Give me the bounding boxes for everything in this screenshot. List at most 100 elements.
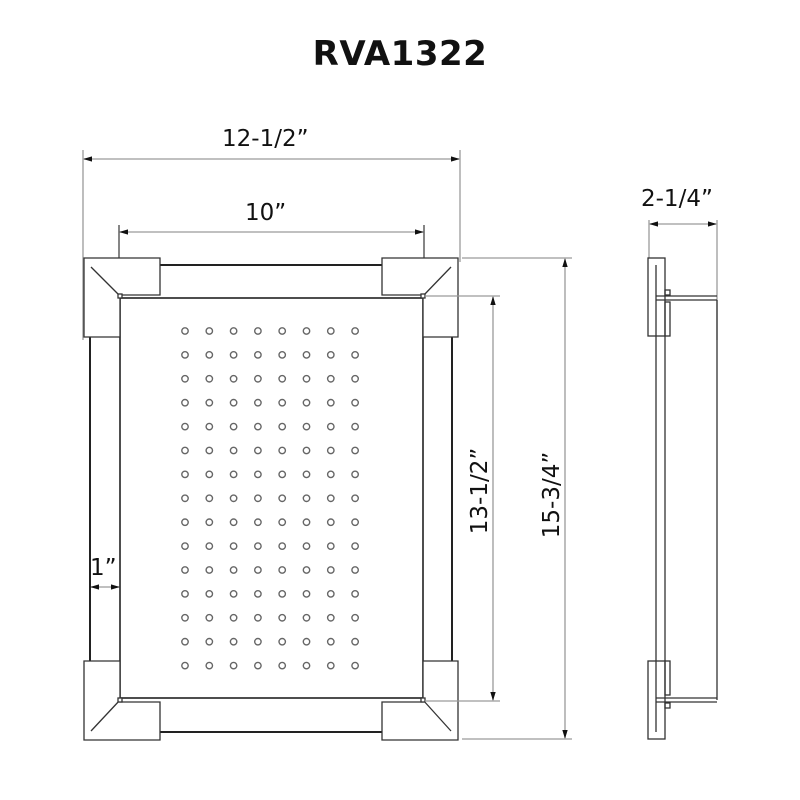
perforation-hole	[229, 518, 238, 527]
perforation-hole	[229, 661, 238, 670]
perforation-hole	[205, 613, 214, 622]
perforation-hole	[205, 590, 214, 598]
perforation-hole	[351, 590, 359, 598]
perforation-hole	[253, 518, 262, 527]
perforation-hole	[351, 613, 359, 622]
inner-length-dimension	[425, 295, 500, 702]
perforation-hole	[326, 422, 335, 431]
perforation-hole	[181, 613, 189, 622]
perforation-hole	[278, 637, 287, 646]
perforation-hole	[351, 398, 359, 407]
perforation-hole	[326, 637, 335, 646]
perforation-hole	[229, 446, 238, 455]
perforation-hole	[302, 446, 311, 455]
perforation-hole	[351, 542, 359, 550]
tray-frame	[89, 264, 453, 733]
corner-bracket-bottom-left	[83, 660, 161, 741]
perforation-hole	[181, 518, 189, 527]
perforation-hole	[302, 374, 311, 383]
perforation-hole	[253, 566, 262, 574]
perforation-hole	[181, 327, 189, 335]
perforation-hole	[205, 398, 214, 407]
perforation-hole	[278, 350, 287, 359]
inner-width-label: 10”	[245, 200, 287, 226]
perforation-hole	[351, 494, 359, 503]
side-view	[647, 220, 718, 740]
perforation-hole	[253, 590, 262, 598]
perforation-hole	[229, 637, 238, 646]
perforation-hole	[205, 637, 214, 646]
perforation-hole	[351, 566, 359, 574]
perforation-hole	[229, 327, 238, 335]
perforation-hole	[229, 590, 238, 598]
perforation-hole	[229, 422, 238, 431]
perforation-hole	[278, 374, 287, 383]
inner-length-label: 13-1/2”	[467, 447, 493, 535]
perforation-hole	[302, 566, 311, 574]
perforation-hole	[253, 422, 262, 431]
perforation-hole	[351, 446, 359, 455]
perforation-grid	[181, 327, 359, 670]
perforation-hole	[351, 350, 359, 359]
perforation-hole	[326, 374, 335, 383]
perforation-hole	[302, 661, 311, 670]
perforation-hole	[351, 637, 359, 646]
perforation-hole	[229, 470, 238, 479]
perforation-hole	[253, 470, 262, 479]
perforation-hole	[205, 566, 214, 574]
perforation-hole	[205, 327, 214, 335]
perforation-hole	[253, 398, 262, 407]
perforation-hole	[181, 661, 189, 670]
perforation-hole	[351, 470, 359, 479]
perforation-hole	[302, 637, 311, 646]
perforation-hole	[181, 566, 189, 574]
perforation-hole	[302, 327, 311, 335]
perforation-hole	[302, 494, 311, 503]
perforation-hole	[302, 398, 311, 407]
perforation-hole	[326, 446, 335, 455]
perforation-hole	[302, 613, 311, 622]
perforation-hole	[351, 327, 359, 335]
perforation-hole	[326, 494, 335, 503]
perforation-hole	[253, 637, 262, 646]
perforation-hole	[278, 613, 287, 622]
perforation-hole	[278, 398, 287, 407]
perforation-hole	[302, 590, 311, 598]
perforation-hole	[181, 470, 189, 479]
perforation-hole	[205, 350, 214, 359]
perforation-hole	[326, 518, 335, 527]
perforation-hole	[229, 350, 238, 359]
perforation-hole	[205, 470, 214, 479]
perforation-hole	[326, 470, 335, 479]
perforation-hole	[229, 374, 238, 383]
perforation-hole	[278, 518, 287, 527]
perforation-hole	[253, 350, 262, 359]
perforation-hole	[181, 494, 189, 503]
perforation-hole	[326, 327, 335, 335]
perforation-hole	[326, 590, 335, 598]
perforation-hole	[253, 661, 262, 670]
perforation-hole	[302, 470, 311, 479]
perforation-hole	[205, 542, 214, 550]
perforation-hole	[205, 494, 214, 503]
overall-width-label: 12-1/2”	[222, 126, 309, 152]
perforation-hole	[253, 494, 262, 503]
corner-bracket-bottom-right	[381, 660, 459, 741]
perforation-hole	[229, 542, 238, 550]
perforation-hole	[302, 518, 311, 527]
perforation-hole	[253, 446, 262, 455]
perforation-hole	[351, 518, 359, 527]
perforation-hole	[302, 542, 311, 550]
perforation-hole	[351, 374, 359, 383]
overall-length-label: 15-3/4”	[539, 451, 565, 539]
perforation-hole	[181, 350, 189, 359]
perforation-hole	[351, 422, 359, 431]
perforation-hole	[205, 446, 214, 455]
inner-width-dimension	[118, 225, 425, 300]
perforation-hole	[278, 470, 287, 479]
perforation-hole	[205, 518, 214, 527]
depth-label: 2-1/4”	[641, 186, 713, 212]
perforation-hole	[351, 661, 359, 670]
perforation-hole	[278, 422, 287, 431]
perforation-hole	[181, 398, 189, 407]
